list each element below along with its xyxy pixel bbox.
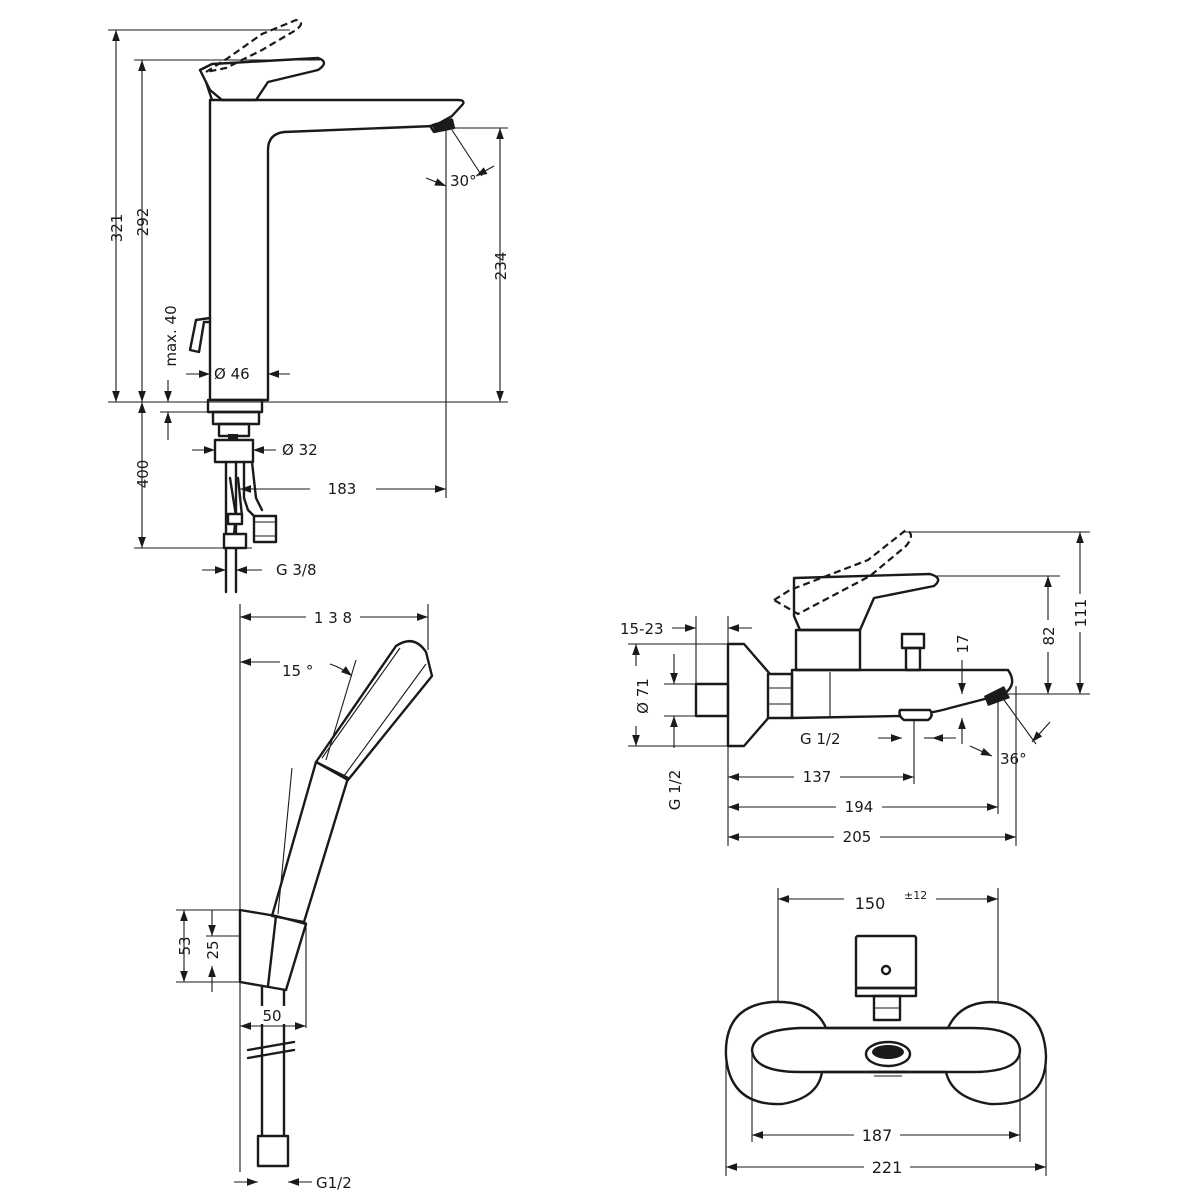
dim-137: 137 [803, 768, 832, 786]
dim-150: 150 [855, 894, 886, 913]
front-body [724, 1000, 1048, 1106]
dim-angle-15: 15 ° [282, 662, 313, 680]
bath-mixer-front-drawing: 150 ±12 187 221 [724, 888, 1048, 1178]
dim-max-40: max. 40 [162, 305, 180, 366]
hand-shower-drawing: 1 3 8 15 ° 53 25 50 G1/2 [176, 604, 434, 1192]
dim-g1-2: G1/2 [316, 1174, 352, 1192]
bath-lever-open-position [771, 528, 913, 616]
dim-221: 221 [872, 1158, 903, 1177]
bath-mixer-side-drawing: 15-23 Ø 71 G 1/2 G 1/2 17 82 111 36° 137 [620, 528, 1092, 846]
dim-138: 1 3 8 [314, 609, 352, 627]
dim-angle-30: 30° [450, 172, 477, 190]
dim-234: 234 [492, 252, 510, 281]
dim-53: 53 [176, 936, 194, 955]
dim-g-1-2-wall: G 1/2 [666, 770, 684, 811]
dim-25: 25 [204, 940, 222, 959]
diverter-knob [900, 632, 926, 650]
lever-open-position [205, 18, 303, 74]
dim-angle-36: 36° [1000, 750, 1027, 768]
dim-diameter-46: Ø 46 [214, 365, 250, 383]
dim-diameter-71: Ø 71 [634, 678, 652, 714]
dim-17: 17 [954, 634, 972, 653]
dim-321: 321 [108, 214, 126, 243]
dim-82: 82 [1040, 626, 1058, 645]
dim-150-tolerance: ±12 [904, 889, 927, 902]
mixer-body [208, 98, 465, 402]
dim-g-1-2-outlet: G 1/2 [800, 730, 841, 748]
shower-head [314, 640, 434, 782]
dim-187: 187 [862, 1126, 893, 1145]
front-outlet [864, 1040, 912, 1068]
dim-50: 50 [262, 1007, 281, 1025]
basin-mixer-drawing: 321 292 234 max. 40 Ø 46 Ø 32 183 400 G … [108, 18, 510, 594]
lever [198, 56, 326, 102]
bath-lever [792, 572, 940, 632]
dim-15-23: 15-23 [620, 620, 664, 638]
front-lever [854, 934, 918, 990]
dim-205: 205 [843, 828, 872, 846]
dim-111: 111 [1072, 599, 1090, 628]
front-lever-indicator [880, 964, 892, 976]
dim-400: 400 [134, 460, 152, 489]
dim-194: 194 [845, 798, 874, 816]
dim-292: 292 [134, 208, 152, 237]
dim-g-3-8: G 3/8 [276, 561, 317, 579]
popup-rod [188, 316, 212, 354]
dim-diameter-32: Ø 32 [282, 441, 318, 459]
wall-rosette [726, 642, 772, 748]
shower-handle [270, 760, 350, 924]
dim-183: 183 [328, 480, 357, 498]
